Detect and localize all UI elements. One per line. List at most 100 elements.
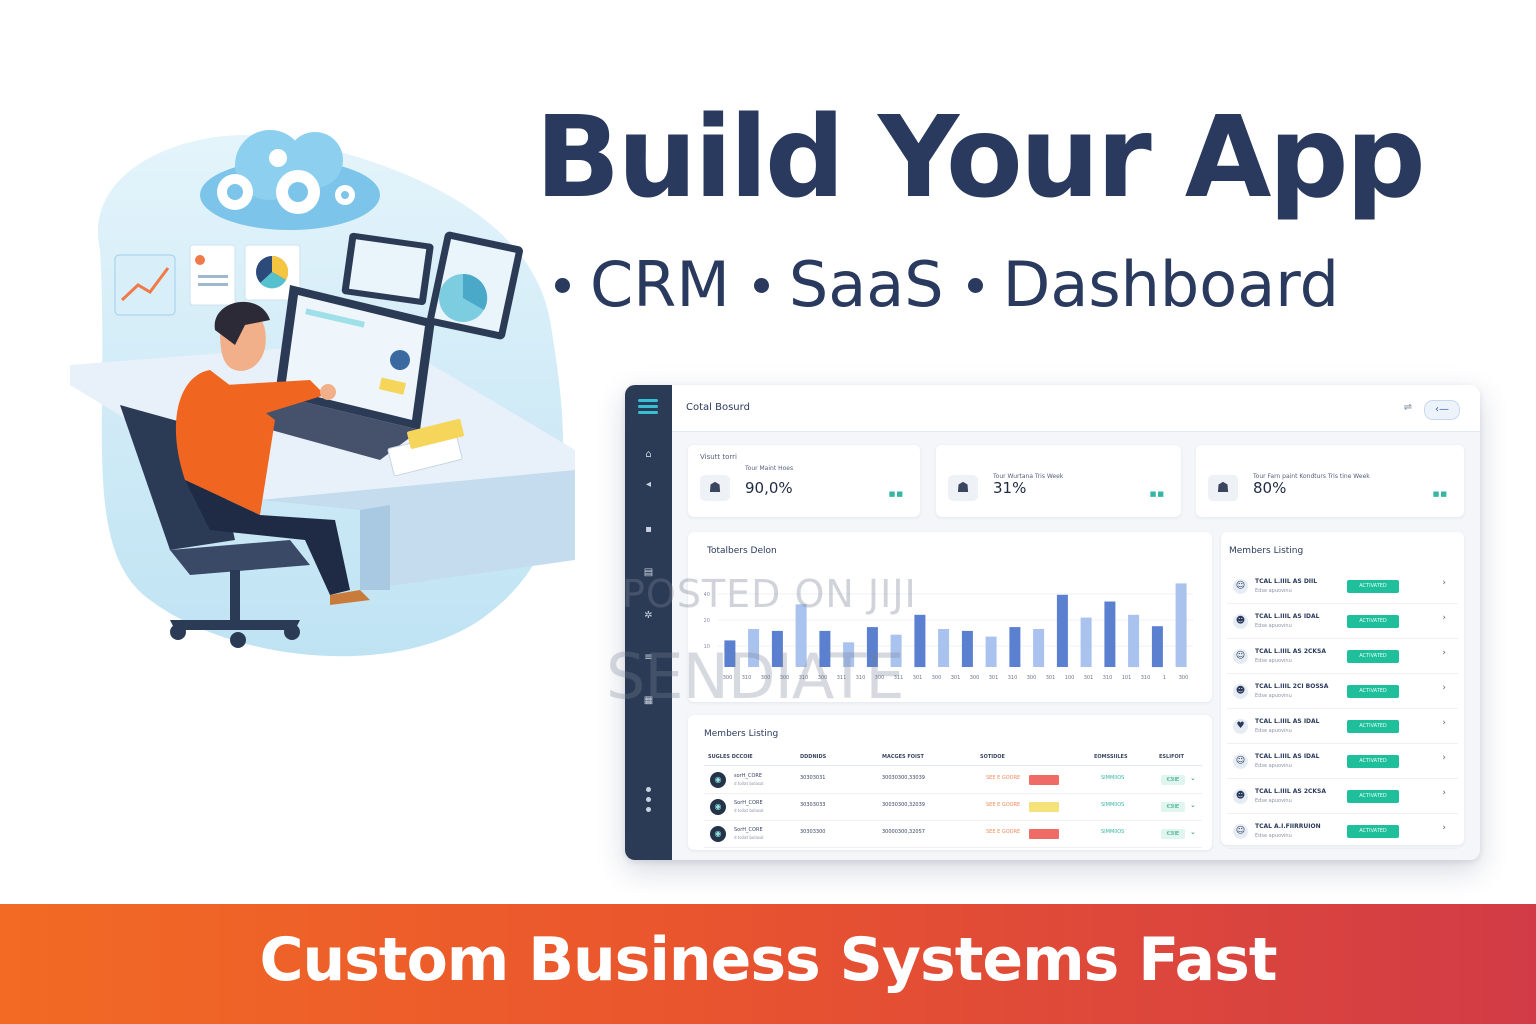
chart-title: Totalbers Delon bbox=[707, 546, 777, 556]
chart-bar[interactable] bbox=[914, 614, 926, 668]
watermark-text: POSTED ON JIJI bbox=[622, 572, 917, 616]
chart-bar[interactable] bbox=[1128, 614, 1140, 668]
tag-badge[interactable]: €3IIE bbox=[1161, 775, 1185, 785]
chevron-right-icon[interactable]: › bbox=[1442, 683, 1446, 693]
header-action-button[interactable]: ‹— bbox=[1424, 400, 1460, 420]
stat-value: 90,0% bbox=[745, 479, 793, 497]
trend-icon: ■■ bbox=[1149, 490, 1165, 498]
bullet-icon bbox=[555, 277, 570, 293]
chevron-right-icon[interactable]: › bbox=[1442, 578, 1446, 588]
chart-bar[interactable] bbox=[1009, 627, 1021, 667]
chart-bar[interactable] bbox=[771, 630, 783, 667]
x-tick-label: 300 bbox=[780, 675, 790, 681]
chart-bar[interactable] bbox=[1033, 629, 1045, 667]
chart-bar[interactable] bbox=[1175, 583, 1187, 667]
column-header[interactable]: DDDNIDS bbox=[800, 754, 827, 760]
chart-bar[interactable] bbox=[890, 634, 902, 667]
y-tick-label: 10 bbox=[704, 644, 710, 650]
table-cell: SEE E GOORE bbox=[986, 802, 1021, 808]
member-name: sorH_CORE bbox=[734, 773, 763, 779]
x-tick-label: 310 bbox=[799, 675, 809, 681]
chart-bar[interactable] bbox=[961, 630, 973, 667]
table-cell: SIMMIIOS bbox=[1101, 775, 1125, 781]
home-icon[interactable]: ⌂ bbox=[645, 449, 652, 460]
status-badge: ACTIVATED bbox=[1347, 825, 1399, 838]
status-badge: ACTIVATED bbox=[1347, 685, 1399, 698]
tag-badge[interactable]: €3IIE bbox=[1161, 829, 1185, 839]
table-cell: SIMMIIOS bbox=[1101, 802, 1125, 808]
reports-icon[interactable]: ≡ bbox=[644, 652, 653, 663]
trend-icon: ■■ bbox=[1432, 490, 1448, 498]
chart-bar[interactable] bbox=[724, 640, 736, 667]
column-header[interactable]: EOMSSIILES bbox=[1094, 754, 1128, 760]
folder-icon[interactable]: ▪ bbox=[645, 524, 652, 535]
calendar-icon[interactable]: ▤ bbox=[643, 567, 654, 578]
member-name: TCAL L.IIIL AS DIIL bbox=[1255, 578, 1318, 585]
column-header[interactable]: MACGES FOIST bbox=[882, 754, 924, 760]
chevron-right-icon[interactable]: › bbox=[1442, 648, 1446, 658]
column-header[interactable]: SOTIDOE bbox=[980, 754, 1005, 760]
avatar: ☻ bbox=[1233, 789, 1248, 804]
chart-bar[interactable] bbox=[1151, 626, 1163, 668]
member-name: TCAL L.IIIL AS IDAL bbox=[1255, 753, 1320, 760]
chart-bar[interactable] bbox=[748, 629, 760, 667]
chart-bar[interactable] bbox=[1104, 601, 1116, 668]
avatar: ◉ bbox=[710, 826, 726, 842]
table-cell: 30000300,32057 bbox=[882, 829, 925, 835]
x-tick-label: 301 bbox=[1046, 675, 1056, 681]
member-subtitle: d toilat bolasal bbox=[734, 781, 764, 786]
status-badge: ACTIVATED bbox=[1347, 650, 1399, 663]
developer-person-icon bbox=[175, 301, 370, 605]
member-name: SorH_CORE bbox=[734, 800, 763, 806]
chart-bar[interactable] bbox=[819, 630, 831, 667]
chart-bar[interactable] bbox=[938, 629, 950, 667]
more-icon[interactable] bbox=[646, 787, 651, 812]
chevron-right-icon[interactable]: › bbox=[1442, 788, 1446, 798]
status-badge: ACTIVATED bbox=[1347, 615, 1399, 628]
avatar: ☺ bbox=[1233, 649, 1248, 664]
chevron-down-icon[interactable]: ⌄ bbox=[1190, 801, 1196, 809]
status-badge: ACTIVATED bbox=[1347, 720, 1399, 733]
tag-badge[interactable]: €3IIE bbox=[1161, 802, 1185, 812]
chart-bar[interactable] bbox=[1056, 594, 1068, 667]
chart-bar[interactable] bbox=[795, 604, 807, 667]
column-header[interactable]: SUGLES DCCOIE bbox=[708, 754, 753, 760]
chevron-right-icon[interactable]: › bbox=[1442, 613, 1446, 623]
members-table-title: Members Listing bbox=[704, 729, 779, 739]
chevron-down-icon[interactable]: ⌄ bbox=[1190, 774, 1196, 782]
x-tick-label: 300 bbox=[932, 675, 942, 681]
x-tick-label: 301 bbox=[913, 675, 923, 681]
back-arrow-icon[interactable]: ◂ bbox=[645, 479, 652, 490]
member-email: Edse apuovinu bbox=[1255, 833, 1292, 839]
grid-icon[interactable]: ▦ bbox=[643, 695, 654, 706]
menu-icon[interactable] bbox=[638, 399, 658, 414]
banner-text: Custom Business Systems Fast bbox=[259, 925, 1277, 995]
x-tick-label: 300 bbox=[1179, 675, 1189, 681]
chart-bar[interactable] bbox=[843, 642, 855, 667]
chevron-down-icon[interactable]: ⌄ bbox=[1190, 828, 1196, 836]
users-icon: ☗ bbox=[700, 475, 730, 501]
chevron-right-icon[interactable]: › bbox=[1442, 823, 1446, 833]
member-name: TCAL L.IIIL 2CI BOSSA bbox=[1255, 683, 1329, 690]
table-cell: 30303300 bbox=[800, 829, 826, 835]
chart-bar[interactable] bbox=[866, 627, 878, 667]
column-header[interactable]: ESLIFOIT bbox=[1159, 754, 1184, 760]
chevron-right-icon[interactable]: › bbox=[1442, 753, 1446, 763]
filter-icon[interactable]: ⇌ bbox=[1403, 402, 1412, 413]
settings-icon[interactable]: ✲ bbox=[644, 610, 653, 621]
chevron-right-icon[interactable]: › bbox=[1442, 718, 1446, 728]
chart-bar[interactable] bbox=[1080, 617, 1092, 667]
chart-bar[interactable] bbox=[985, 636, 997, 667]
